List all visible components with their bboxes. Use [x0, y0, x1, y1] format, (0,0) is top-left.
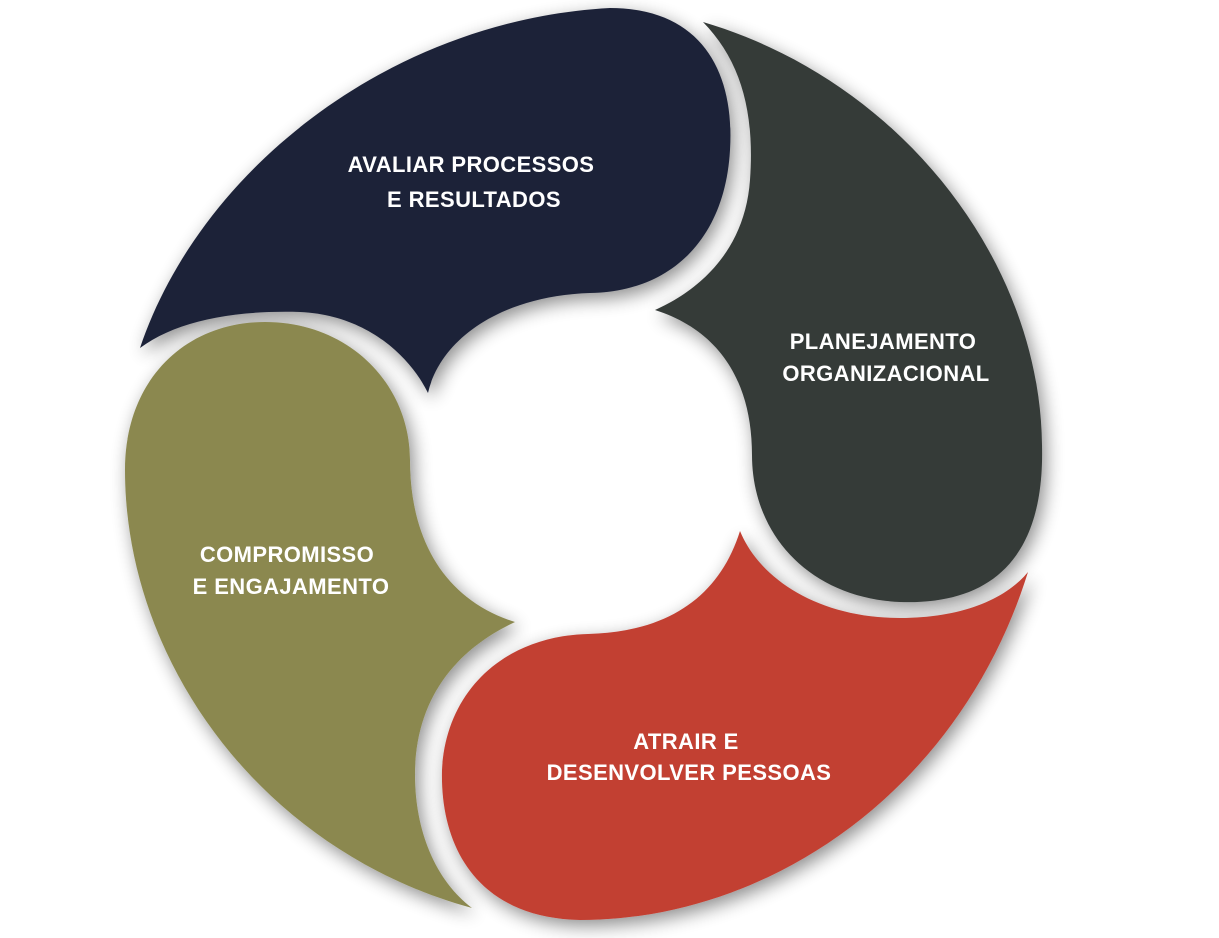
label-planejamento-line1: PLANEJAMENTO [790, 329, 977, 354]
segment-avaliar [140, 8, 731, 393]
segment-compromisso [125, 322, 515, 908]
segment-atrair [441, 531, 1028, 920]
label-planejamento-line2: ORGANIZACIONAL [782, 361, 989, 386]
segment-planejamento [655, 22, 1043, 603]
label-atrair-line2: DESENVOLVER PESSOAS [547, 760, 832, 785]
label-compromisso-line1: COMPROMISSO [200, 542, 374, 567]
label-avaliar-line2: E RESULTADOS [387, 187, 561, 212]
label-compromisso-line2: E ENGAJAMENTO [193, 574, 390, 599]
label-atrair-line1: ATRAIR E [633, 729, 738, 754]
label-avaliar-line1: AVALIAR PROCESSOS [348, 152, 595, 177]
